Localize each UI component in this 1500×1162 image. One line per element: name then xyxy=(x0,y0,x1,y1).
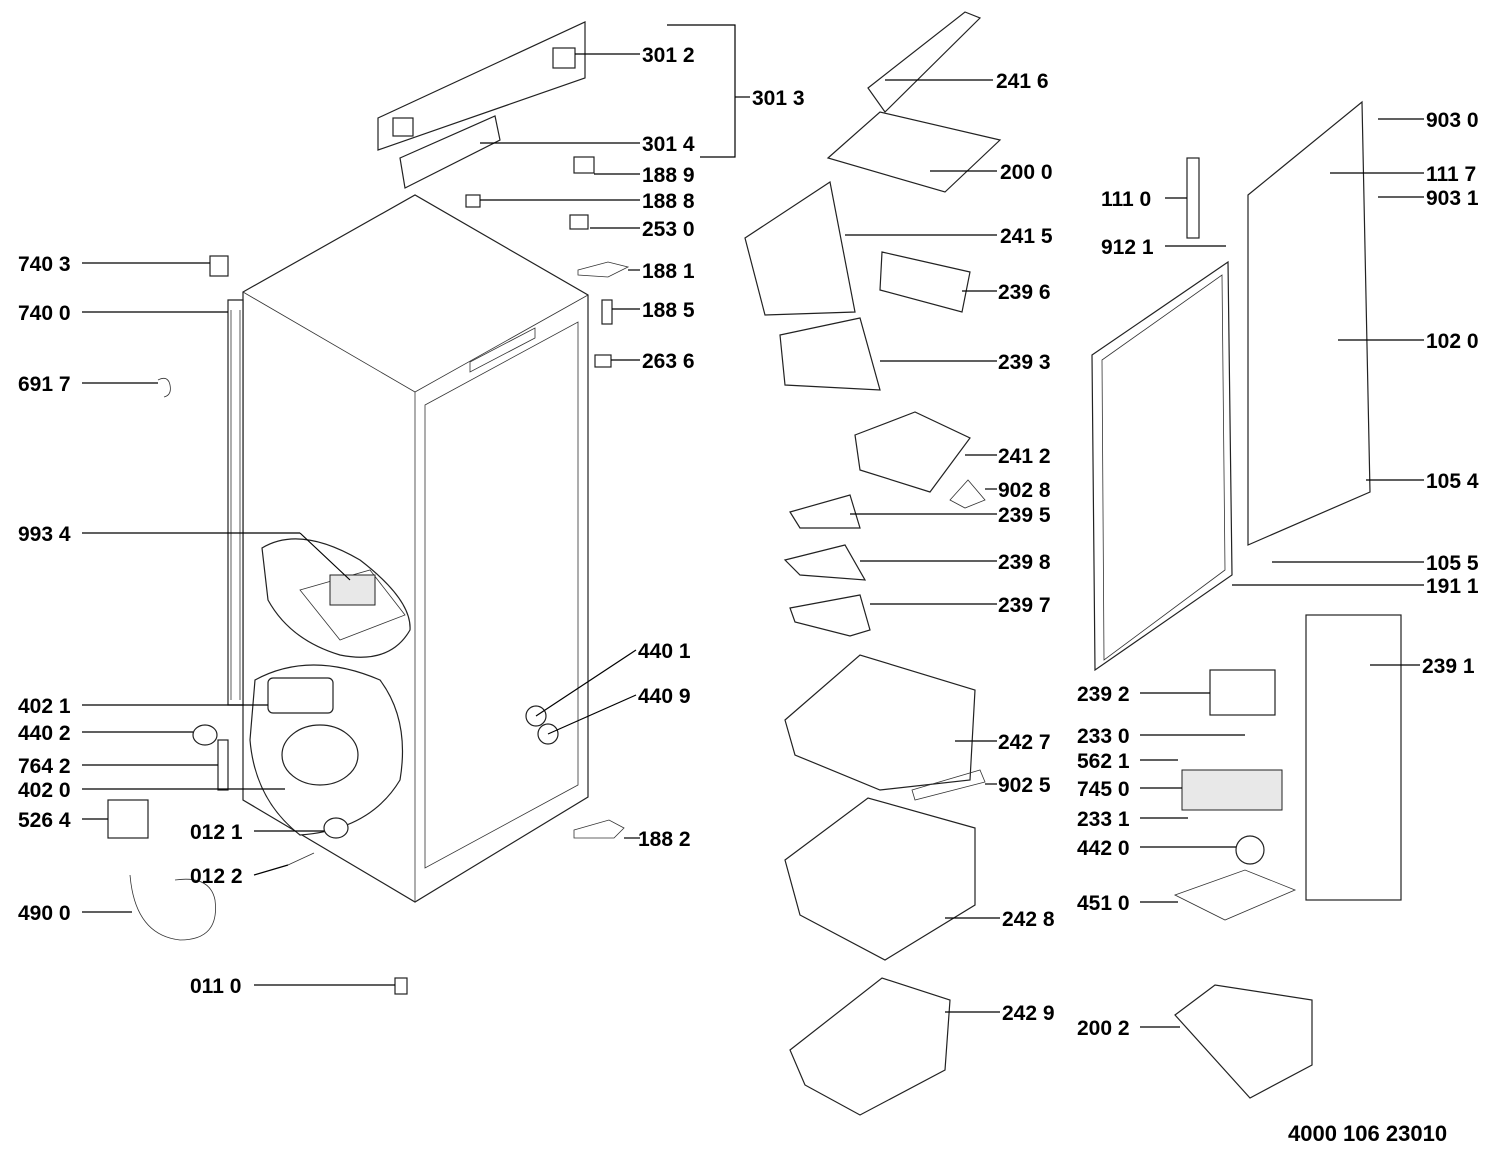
label-4402: 440 2 xyxy=(18,722,71,745)
label-4510: 451 0 xyxy=(1077,892,1130,915)
label-9025: 902 5 xyxy=(998,774,1051,797)
label-4420: 442 0 xyxy=(1077,837,1130,860)
label-7403: 740 3 xyxy=(18,253,71,276)
leader-lines xyxy=(82,24,1424,1028)
label-4409: 440 9 xyxy=(638,685,691,708)
document-number: 4000 106 23010 xyxy=(1288,1121,1447,1146)
label-2636: 263 6 xyxy=(642,350,695,373)
label-2428: 242 8 xyxy=(1002,908,1055,931)
label-1882: 188 2 xyxy=(638,828,691,851)
drawers-and-shelves xyxy=(744,11,1002,1116)
label-9121: 912 1 xyxy=(1101,236,1154,259)
label-2415: 241 5 xyxy=(1000,225,1053,248)
label-5264: 526 4 xyxy=(18,809,71,832)
label-9934: 993 4 xyxy=(18,523,71,546)
label-9030: 903 0 xyxy=(1426,109,1479,132)
label-1054: 105 4 xyxy=(1426,470,1479,493)
label-0122: 012 2 xyxy=(190,865,243,888)
label-2416: 241 6 xyxy=(996,70,1049,93)
label-7450: 745 0 xyxy=(1077,778,1130,801)
label-4900: 490 0 xyxy=(18,902,71,925)
label-2429: 242 9 xyxy=(1002,1002,1055,1025)
label-1117: 111 7 xyxy=(1426,163,1476,186)
label-9031: 903 1 xyxy=(1426,187,1479,210)
label-2002: 200 2 xyxy=(1077,1017,1130,1040)
label-1889: 188 9 xyxy=(642,164,695,187)
label-1020: 102 0 xyxy=(1426,330,1479,353)
part-labels: 301 2 301 3 301 4 188 9 188 8 253 0 188 … xyxy=(18,44,1479,1040)
label-7400: 740 0 xyxy=(18,302,71,325)
control-panel xyxy=(377,21,586,189)
label-2395: 239 5 xyxy=(998,504,1051,527)
label-3014: 301 4 xyxy=(642,133,695,156)
label-1881: 188 1 xyxy=(642,260,695,283)
label-0121: 012 1 xyxy=(190,821,243,844)
label-2331: 233 1 xyxy=(1077,808,1130,831)
label-2393: 239 3 xyxy=(998,351,1051,374)
label-2392: 239 2 xyxy=(1077,683,1130,706)
label-2530: 253 0 xyxy=(642,218,695,241)
label-2397: 239 7 xyxy=(998,594,1051,617)
small-cabinet-parts xyxy=(129,156,630,995)
label-1888: 188 8 xyxy=(642,190,695,213)
label-2000: 200 0 xyxy=(1000,161,1053,184)
evaporator-zoom xyxy=(261,538,411,658)
label-2427: 242 7 xyxy=(998,731,1051,754)
label-9028: 902 8 xyxy=(998,479,1051,502)
label-2396: 239 6 xyxy=(998,281,1051,304)
label-6917: 691 7 xyxy=(18,373,71,396)
label-0110: 011 0 xyxy=(190,975,241,998)
door-assembly xyxy=(1091,100,1402,1099)
label-2391: 239 1 xyxy=(1422,655,1475,678)
label-1110: 111 0 xyxy=(1101,188,1151,211)
label-4021: 402 1 xyxy=(18,695,71,718)
label-3013: 301 3 xyxy=(752,87,805,110)
label-3012: 301 2 xyxy=(642,44,695,67)
compressor-zoom xyxy=(107,664,404,839)
label-2330: 233 0 xyxy=(1077,725,1130,748)
label-2412: 241 2 xyxy=(998,445,1051,468)
label-5621: 562 1 xyxy=(1077,750,1130,773)
label-1911: 191 1 xyxy=(1426,575,1479,598)
label-4020: 402 0 xyxy=(18,779,71,802)
label-7642: 764 2 xyxy=(18,755,71,778)
label-1055: 105 5 xyxy=(1426,552,1479,575)
label-2398: 239 8 xyxy=(998,551,1051,574)
label-4401: 440 1 xyxy=(638,640,691,663)
label-1885: 188 5 xyxy=(642,299,695,322)
side-condenser xyxy=(227,299,244,706)
